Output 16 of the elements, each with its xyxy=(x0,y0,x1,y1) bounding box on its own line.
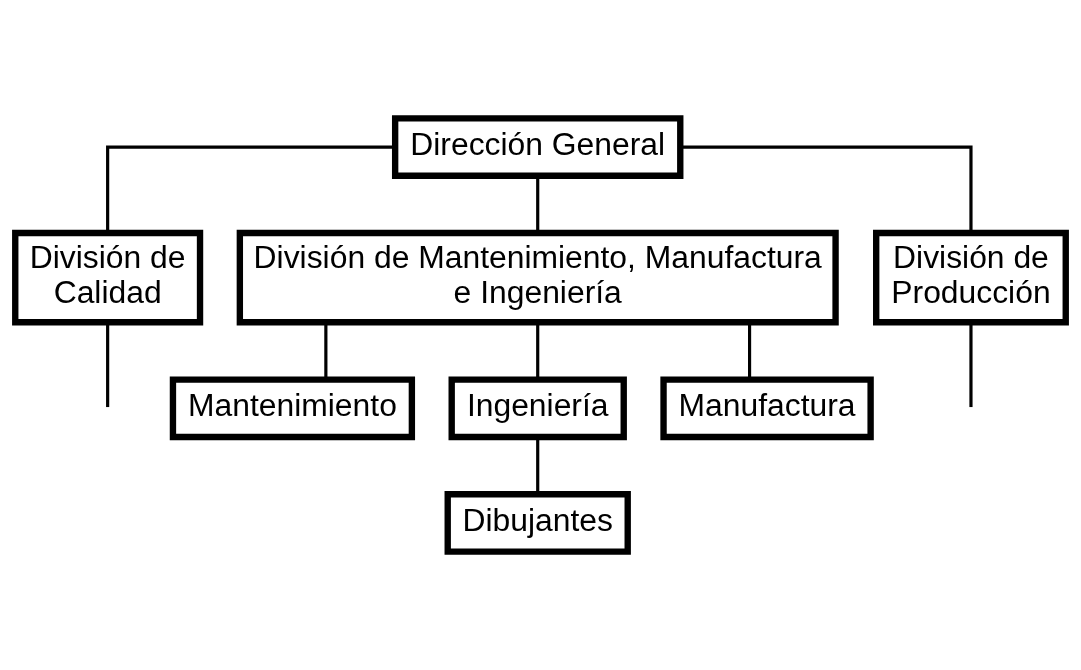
connector xyxy=(680,145,973,233)
node-box: División de Calidad xyxy=(12,229,204,326)
connector xyxy=(969,322,973,408)
connector xyxy=(536,322,540,379)
node-box: División de Mantenimiento, Manufactura e Ingeniería xyxy=(236,229,839,326)
node-box: Manufactura xyxy=(660,376,874,441)
connector xyxy=(536,437,540,494)
node-box: Ingeniería xyxy=(448,376,627,441)
connector xyxy=(324,322,328,379)
node-box: División de Producción xyxy=(873,229,1069,326)
connector xyxy=(106,322,110,408)
connector xyxy=(536,176,540,233)
node-box: Dirección General xyxy=(391,115,684,179)
connector xyxy=(747,322,752,379)
node-box: Dibujantes xyxy=(444,491,631,555)
node-box: Mantenimiento xyxy=(169,376,416,441)
